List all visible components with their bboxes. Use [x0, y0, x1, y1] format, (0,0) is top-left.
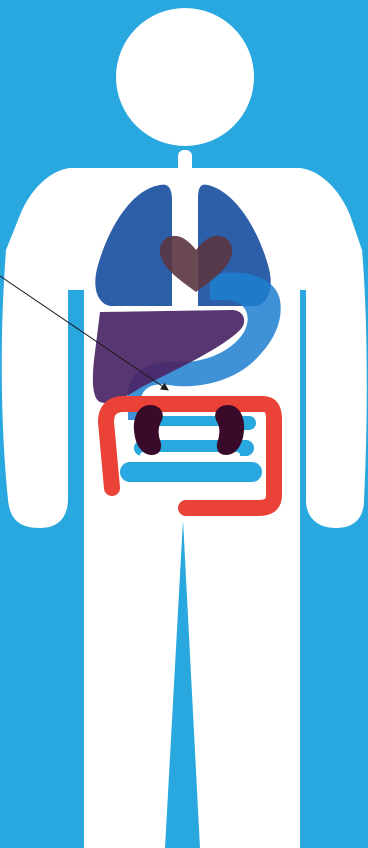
head-shape: [116, 8, 254, 146]
small-intestine-loop-3: [120, 462, 262, 482]
